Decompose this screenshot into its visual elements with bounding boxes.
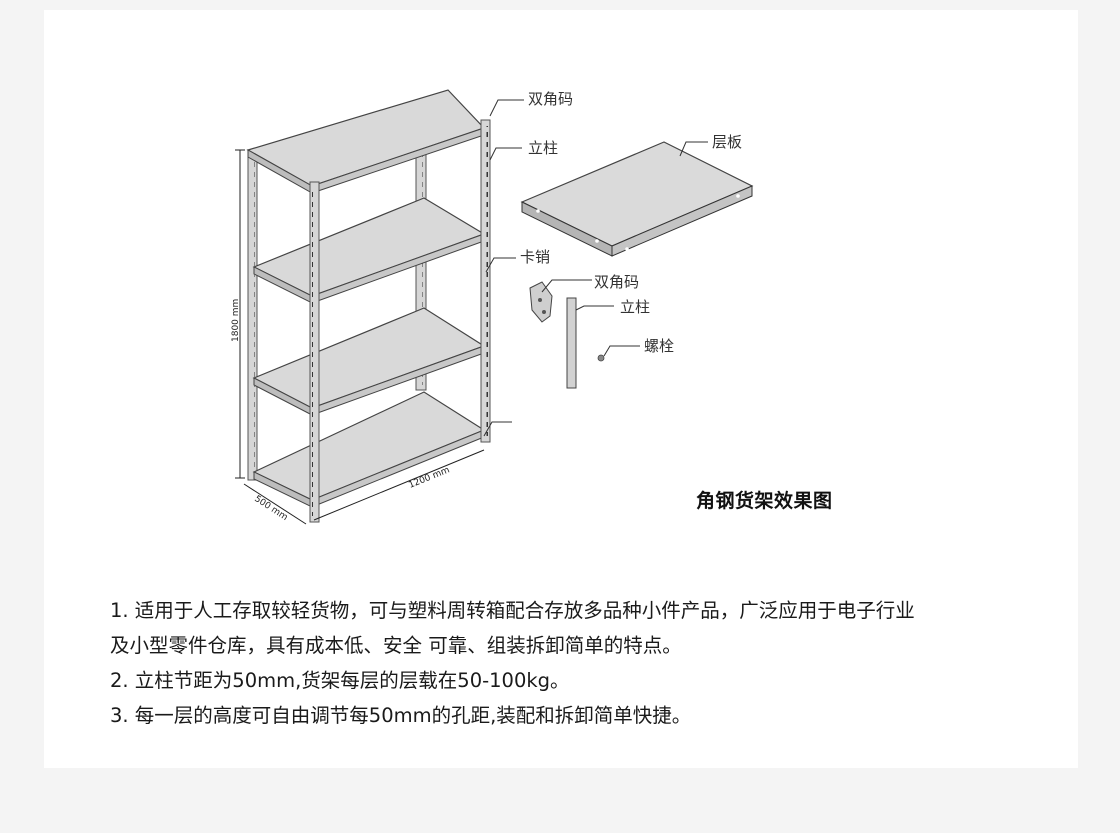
label-double-bracket: 双角码 bbox=[528, 90, 573, 108]
dimension-width: 1200 mm bbox=[407, 465, 451, 490]
description-line: 3. 每一层的高度可自由调节每50mm的孔距,装配和拆卸简单快捷。 bbox=[110, 704, 692, 727]
label-bolt: 螺栓 bbox=[644, 337, 674, 355]
bracket-part bbox=[529, 281, 553, 323]
bolt-part bbox=[597, 354, 605, 362]
label-double-bracket-part: 双角码 bbox=[594, 273, 639, 291]
shelf-unit: 1800 mm 1200 mm 500 mm bbox=[231, 89, 491, 525]
leader-lines bbox=[483, 99, 708, 437]
description-line: 1. 适用于人工存取较轻货物，可与塑料周转箱配合存放多品种小件产品，广泛应用于电… bbox=[110, 599, 915, 622]
shelf-diagram: 1800 mm 1200 mm 500 mm bbox=[231, 89, 754, 525]
upright-part bbox=[566, 297, 577, 389]
dimension-depth: 500 mm bbox=[252, 494, 289, 523]
label-shelf-panel: 层板 bbox=[712, 133, 742, 151]
shelf-panel-part bbox=[520, 141, 754, 257]
description-line: 2. 立柱节距为50mm,货架每层的层载在50-100kg。 bbox=[110, 669, 570, 692]
label-upright-part: 立柱 bbox=[620, 298, 650, 316]
description-line: 及小型零件仓库，具有成本低、安全 可靠、组装拆卸简单的特点。 bbox=[110, 634, 682, 657]
description-text: 1. 适用于人工存取较轻货物，可与塑料周转箱配合存放多品种小件产品，广泛应用于电… bbox=[110, 593, 1060, 733]
content-card: 1800 mm 1200 mm 500 mm bbox=[44, 10, 1078, 768]
dimension-height: 1800 mm bbox=[231, 299, 241, 342]
label-clip-pin: 卡销 bbox=[520, 248, 550, 266]
diagram-caption: 角钢货架效果图 bbox=[696, 490, 833, 512]
label-upright: 立柱 bbox=[528, 139, 558, 157]
